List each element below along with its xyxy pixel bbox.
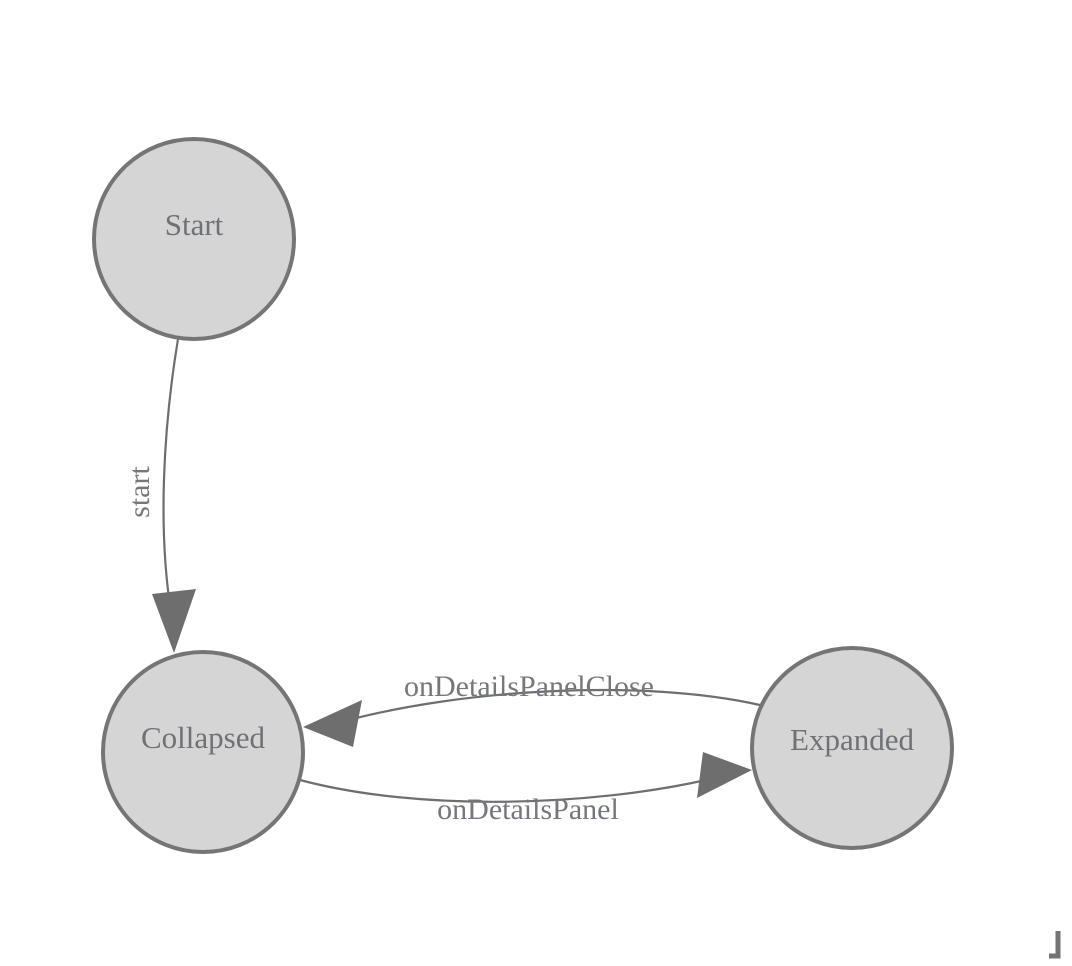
edge-label-start: start bbox=[123, 466, 156, 518]
edge-collapsed-to-expanded-path bbox=[299, 778, 707, 803]
state-node-start[interactable]: Start bbox=[92, 137, 296, 341]
resize-corner-mark-path bbox=[1049, 931, 1061, 959]
state-node-expanded-circle bbox=[750, 646, 954, 850]
edge-start-to-collapsed[interactable]: start bbox=[123, 338, 196, 653]
state-node-collapsed-circle bbox=[101, 650, 305, 854]
state-node-expanded[interactable]: Expanded bbox=[750, 646, 954, 850]
edge-expanded-to-collapsed[interactable]: onDetailsPanelClose bbox=[303, 670, 761, 747]
edge-collapsed-to-expanded[interactable]: onDetailsPanel bbox=[299, 752, 752, 826]
state-node-start-circle bbox=[92, 137, 296, 341]
edge-expanded-to-collapsed-arrowhead bbox=[303, 700, 362, 747]
edge-start-to-collapsed-arrowhead bbox=[152, 589, 196, 653]
edge-expanded-to-collapsed-path bbox=[344, 688, 761, 723]
edge-label-on-details-panel: onDetailsPanel bbox=[437, 793, 619, 826]
resize-corner-mark[interactable] bbox=[1049, 931, 1061, 959]
edge-label-on-details-panel-close: onDetailsPanelClose bbox=[404, 670, 654, 703]
state-node-start-label: Start bbox=[165, 207, 224, 242]
state-node-collapsed[interactable]: Collapsed bbox=[101, 650, 305, 854]
state-node-expanded-label: Expanded bbox=[790, 722, 914, 757]
edge-start-to-collapsed-path bbox=[162, 338, 180, 613]
state-node-collapsed-label: Collapsed bbox=[141, 720, 265, 755]
edge-collapsed-to-expanded-arrowhead bbox=[697, 752, 752, 798]
